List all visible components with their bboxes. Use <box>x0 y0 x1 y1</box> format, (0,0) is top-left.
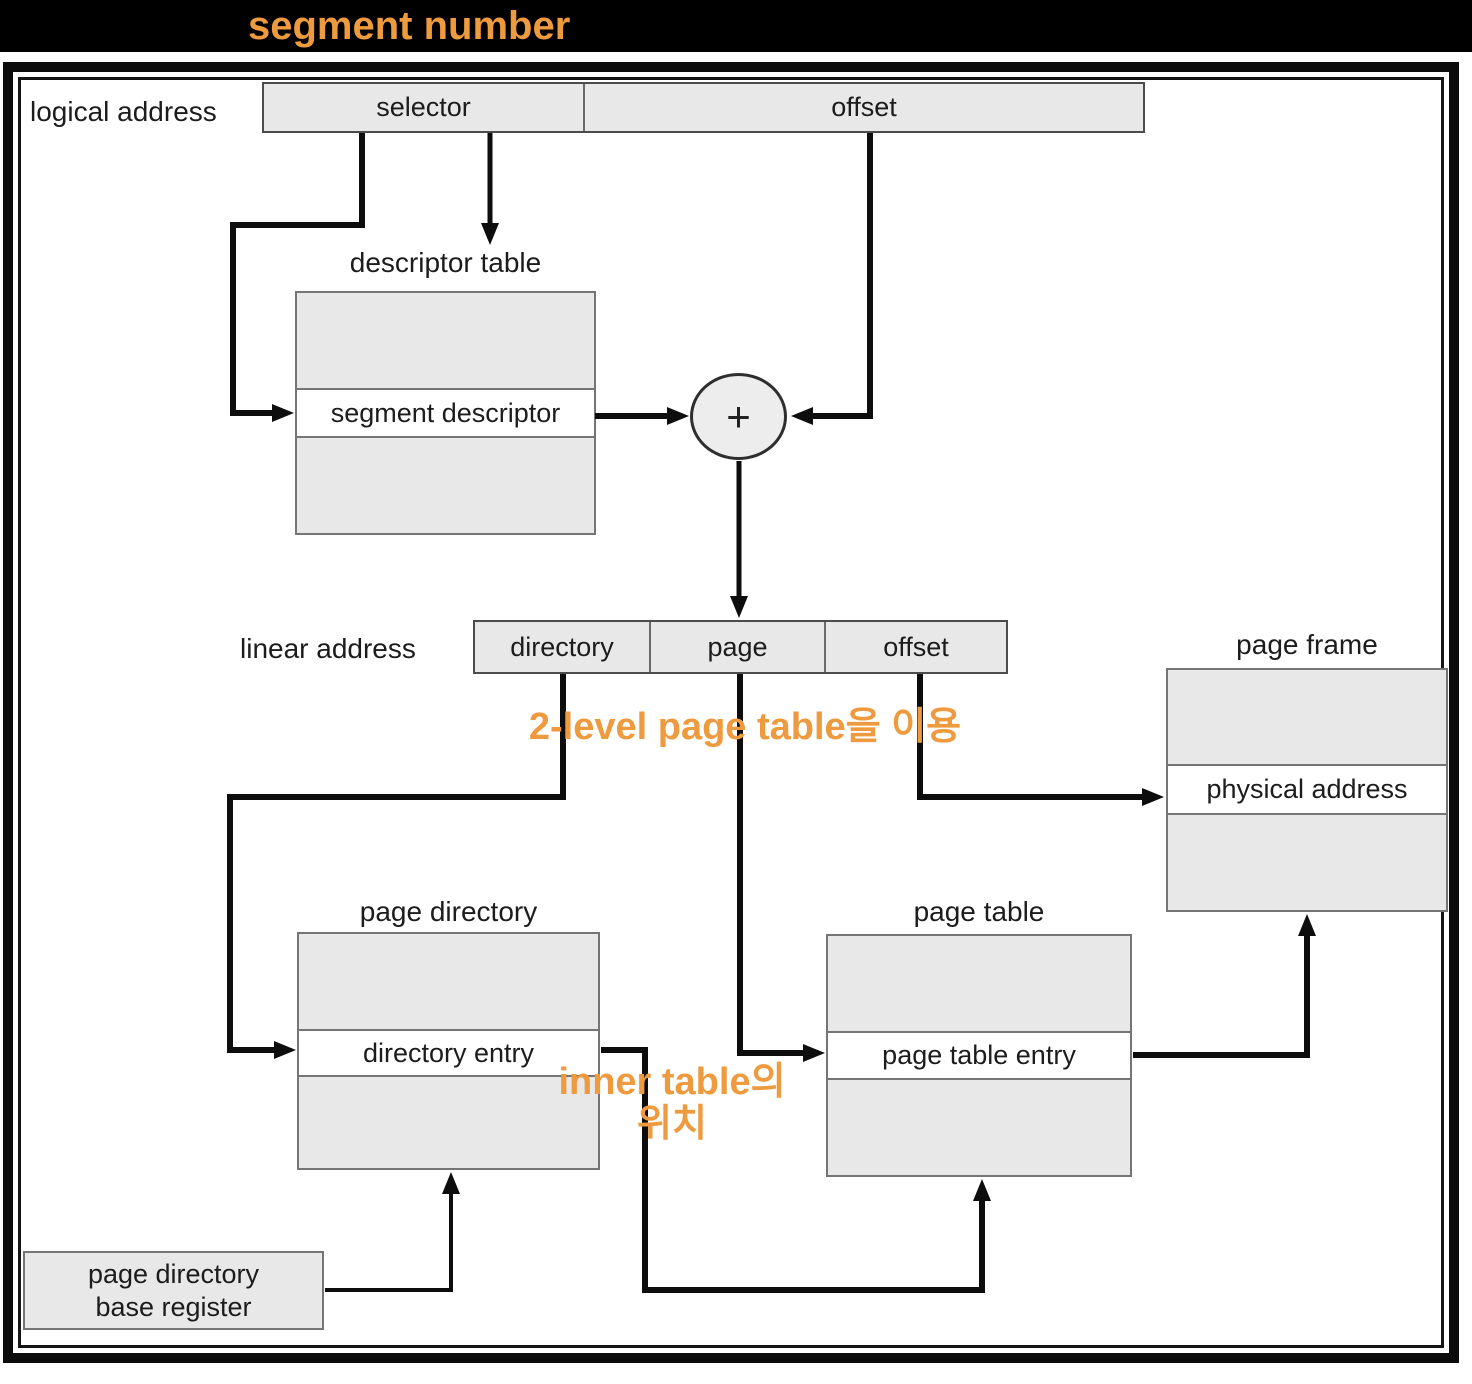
page-frame-title: page frame <box>1236 629 1378 660</box>
adder-plus: + <box>726 392 751 440</box>
page-directory-title: page directory <box>359 896 538 927</box>
page-table-title: page table <box>913 896 1045 927</box>
linear-address-label: linear address <box>240 633 416 664</box>
pdbr-box: page directory base register <box>23 1251 324 1330</box>
top-black-band <box>0 0 1472 52</box>
selector-field: selector <box>376 92 471 122</box>
page-table-entry-row: page table entry <box>828 1031 1130 1080</box>
inner-table-note-line2: 위치 <box>637 1103 707 1145</box>
directory-field: directory <box>510 631 614 662</box>
descriptor-table-box: segment descriptor <box>295 291 596 535</box>
pdbr-line1: page directory <box>87 1258 260 1289</box>
segment-number-annotation: segment number <box>248 4 571 48</box>
descriptor-table-title: descriptor table <box>349 247 542 278</box>
physical-address-row: physical address <box>1168 764 1446 815</box>
two-level-note: 2-level page table을 이용 <box>528 706 962 748</box>
inner-table-note-line1: inner table의 <box>558 1061 786 1103</box>
page-table-box: page table entry <box>826 934 1132 1177</box>
linear-address-row: directory page offset <box>473 620 1008 674</box>
page-field: page <box>649 622 824 672</box>
logical-address-label: logical address <box>30 96 217 127</box>
pdbr-line2: base register <box>95 1291 252 1322</box>
page-frame-box: physical address <box>1166 668 1448 912</box>
offset-field: offset <box>583 84 1143 131</box>
inner-table-note: inner table의 위치 <box>522 1061 822 1145</box>
adder-circle: + <box>690 373 787 460</box>
segment-descriptor-row: segment descriptor <box>297 388 594 438</box>
logical-address-row: selector offset <box>262 82 1145 133</box>
linear-offset-field: offset <box>824 622 1006 672</box>
